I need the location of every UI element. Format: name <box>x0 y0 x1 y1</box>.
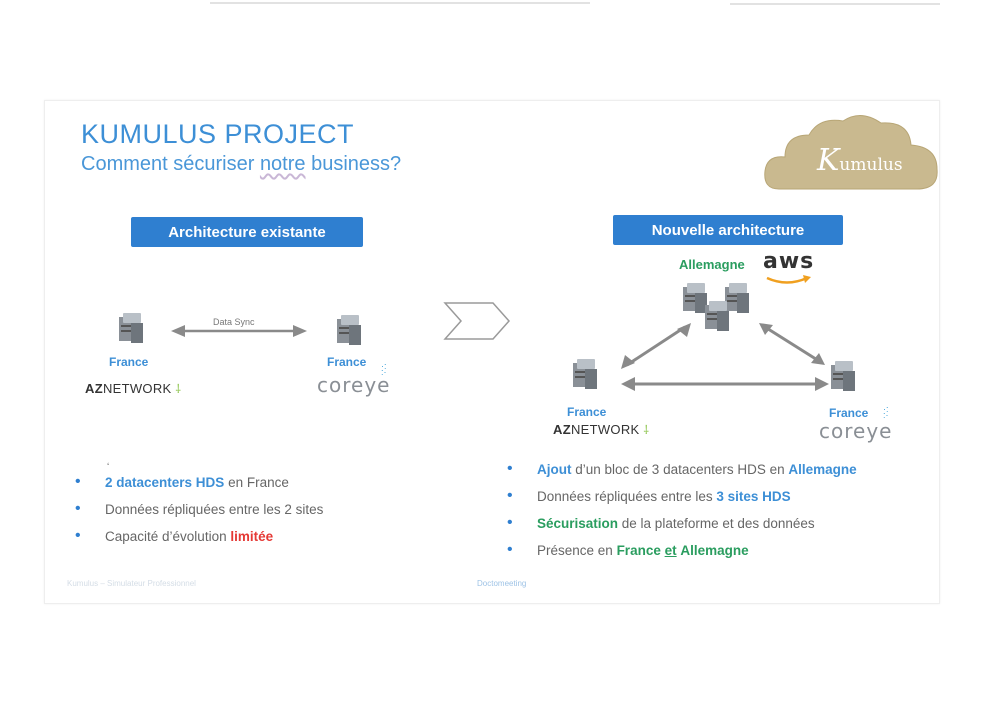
new-benefits-list: Ajout d’un bloc de 3 datacenters HDS en … <box>507 460 857 570</box>
kumulus-cloud-logo <box>764 115 938 190</box>
transition-chevron-icon <box>443 302 511 340</box>
list-item: Sécurisation de la plateforme et des don… <box>507 514 857 543</box>
coreye-logo: coreye <box>819 419 893 443</box>
page-subtitle: Comment sécuriser notre business? <box>81 153 402 175</box>
site-label-germany: Allemagne <box>679 257 745 272</box>
server-icon <box>831 361 855 391</box>
footer-left-text: Kumulus – Simulateur Professionnel <box>67 579 196 588</box>
server-icon <box>705 301 729 331</box>
list-item: Données répliquées entre les 2 sites <box>75 500 323 529</box>
scan-artifact <box>730 3 940 5</box>
server-icon <box>683 283 707 313</box>
site-label-france: France <box>109 355 149 369</box>
data-sync-label: Data Sync <box>213 317 255 327</box>
coreye-logo: coreye <box>317 373 391 397</box>
sync-arrow <box>171 325 307 337</box>
server-icon <box>573 359 597 389</box>
list-item: Ajout d’un bloc de 3 datacenters HDS en … <box>507 460 857 489</box>
list-item: 2 datacenters HDS en France <box>75 473 323 502</box>
spellcheck-underlined-word: notre <box>259 153 306 175</box>
aznetwork-logo: AZNETWORK ⸸ <box>553 422 650 437</box>
list-item: Données répliquées entre les 3 sites HDS <box>507 487 857 516</box>
server-icon <box>337 315 361 345</box>
coreye-dots-icon: ·::· <box>883 404 889 420</box>
site-label-france: France <box>327 355 367 369</box>
footer-brand-text: Doctomeeting <box>477 579 527 588</box>
list-item: Capacité d’évolution limitée <box>75 527 323 556</box>
site-label-france: France <box>829 406 869 420</box>
aznetwork-logo: AZNETWORK ⸸ <box>85 381 182 396</box>
page-title: KUMULUS PROJECT <box>81 119 355 149</box>
server-icon <box>119 313 143 343</box>
server-icon <box>725 283 749 313</box>
slide: KUMULUS PROJECT Comment sécuriser notre … <box>44 100 940 604</box>
list-item: Présence en France et Allemagne <box>507 541 857 570</box>
replication-arrows <box>621 323 829 391</box>
kumulus-logo-text: Kumulus <box>817 143 903 178</box>
existing-benefits-list: 2 datacenters HDS en France Données répl… <box>75 473 323 556</box>
aws-smile-icon <box>766 275 811 284</box>
pen-mark-icon: ʻ <box>107 462 110 473</box>
site-label-france: France <box>567 405 607 419</box>
new-architecture-label: Nouvelle architecture <box>613 215 843 245</box>
scan-artifact <box>210 2 590 4</box>
aws-logo: aws <box>763 249 815 274</box>
coreye-dots-icon: ·::· <box>381 361 387 377</box>
existing-architecture-label: Architecture existante <box>131 217 363 247</box>
